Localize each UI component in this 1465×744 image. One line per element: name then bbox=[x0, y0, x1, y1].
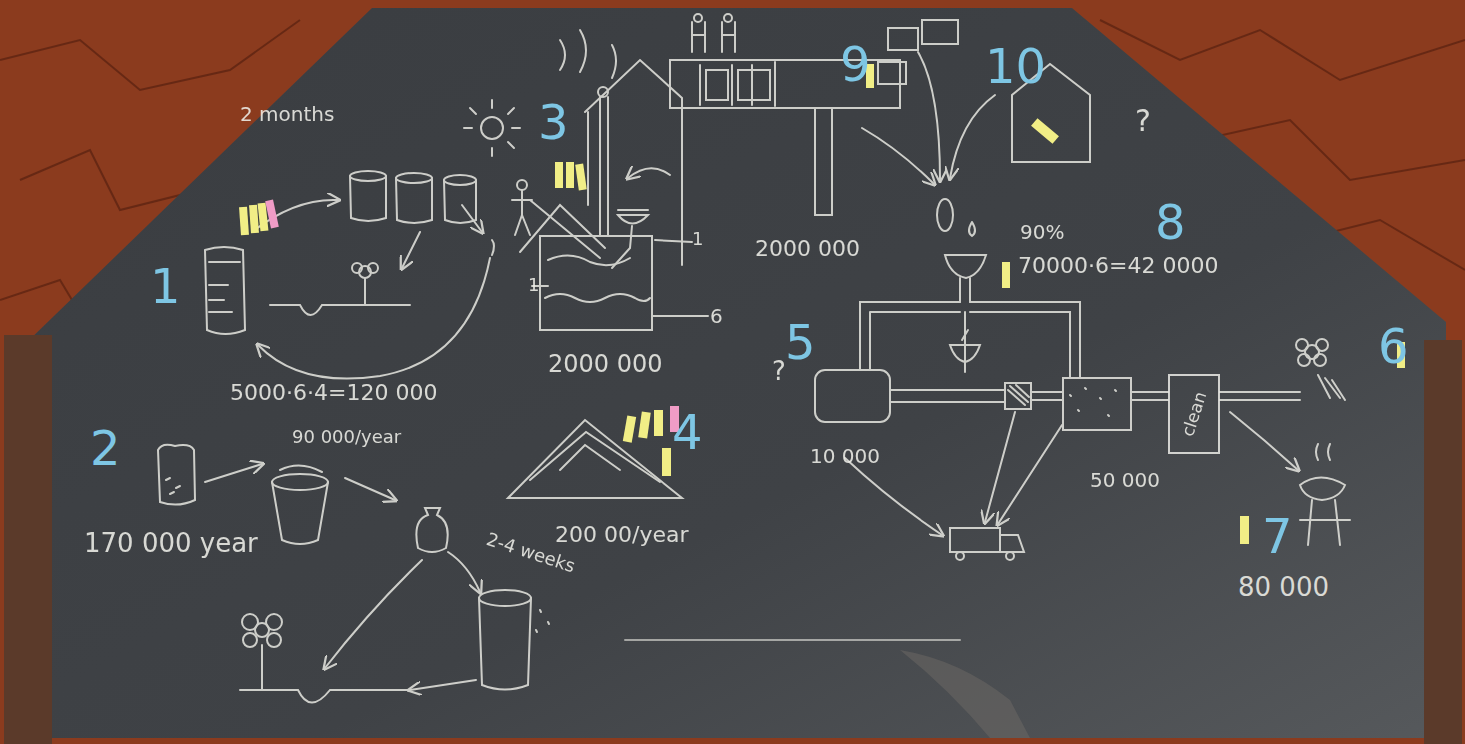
chalk-note: 2000 000 bbox=[755, 238, 860, 260]
chalk-note: 90 000/year bbox=[292, 428, 401, 446]
sticky-note bbox=[1002, 262, 1010, 288]
callout-number: 5 bbox=[785, 318, 816, 366]
callout-number: 6 bbox=[1378, 322, 1409, 370]
board bbox=[24, 8, 1446, 738]
callout-number: 2 bbox=[90, 424, 121, 472]
chalk-note: 70000·6=42 0000 bbox=[1018, 255, 1218, 277]
chalk-note: 6 bbox=[710, 306, 723, 326]
chalk-note: 1 bbox=[528, 276, 539, 294]
chalk-note: 170 000 year bbox=[84, 530, 258, 556]
chalk-note: 5000·6·4=120 000 bbox=[230, 382, 437, 404]
callout-number: 10 bbox=[985, 42, 1046, 90]
chalk-note: 50 000 bbox=[1090, 470, 1160, 490]
chalk-note: 2 months bbox=[240, 104, 334, 124]
sticky-note bbox=[1240, 516, 1249, 544]
sticky-note bbox=[662, 448, 671, 476]
chalk-note: ? bbox=[772, 358, 786, 384]
chalk-note: 2000 000 bbox=[548, 352, 663, 376]
clean-box: clean bbox=[1168, 374, 1220, 454]
callout-number: 9 bbox=[840, 40, 871, 88]
sticky-note bbox=[555, 162, 563, 188]
callout-number: 8 bbox=[1155, 198, 1186, 246]
callout-number: 7 bbox=[1262, 512, 1293, 560]
chalk-note: 1 bbox=[692, 230, 703, 248]
sticky-note bbox=[638, 412, 651, 439]
chalk-note: 200 00/year bbox=[555, 524, 688, 546]
sticky-note bbox=[265, 199, 279, 228]
right-rail bbox=[1424, 340, 1462, 744]
chalk-note: 80 000 bbox=[1238, 574, 1329, 600]
left-rail bbox=[4, 335, 52, 744]
sticky-note bbox=[239, 207, 249, 235]
chalk-note: ? bbox=[1135, 106, 1151, 136]
sticky-note bbox=[623, 416, 636, 443]
sticky-notes bbox=[239, 64, 1405, 544]
board-damage bbox=[900, 650, 1030, 738]
chalk-note: 10 000 bbox=[810, 446, 880, 466]
sticky-note bbox=[249, 205, 259, 233]
sticky-note bbox=[575, 164, 587, 191]
chalk-drawing bbox=[158, 14, 1350, 703]
callout-number: 1 bbox=[150, 262, 181, 310]
sticky-note bbox=[566, 162, 574, 188]
callout-number: 4 bbox=[672, 408, 703, 456]
callout-number: 3 bbox=[538, 98, 569, 146]
sticky-note bbox=[654, 410, 663, 436]
box-label: clean bbox=[1177, 389, 1210, 439]
sticky-note bbox=[1031, 118, 1059, 144]
chalk-note: 90% bbox=[1020, 222, 1064, 242]
